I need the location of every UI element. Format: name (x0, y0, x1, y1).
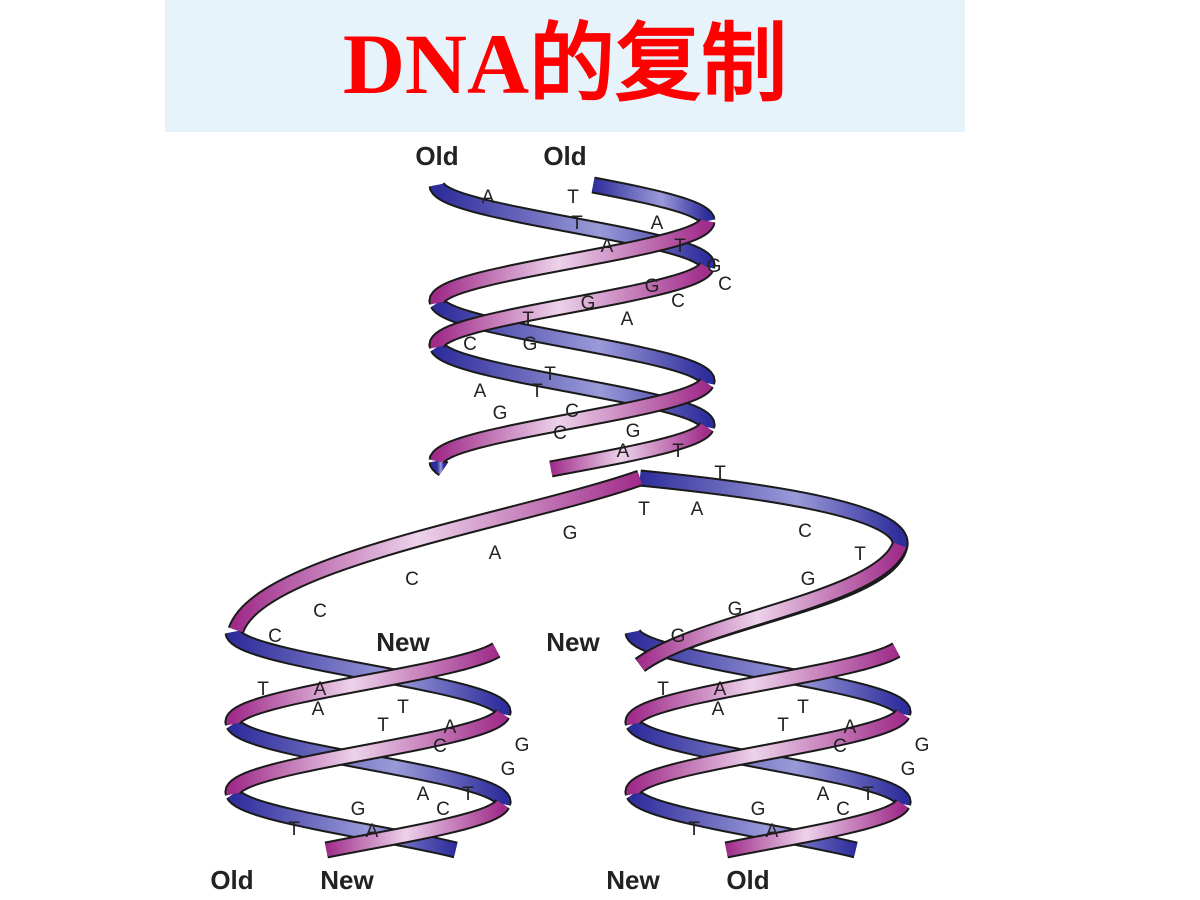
base-C: C (313, 601, 327, 622)
strand-label-new: New (376, 627, 430, 657)
base-C: C (836, 799, 850, 820)
base-T: T (462, 784, 474, 805)
fork-left-arm (229, 471, 643, 633)
base-G: G (351, 799, 366, 820)
base-C: C (463, 334, 477, 355)
daughter-left-strand-b (226, 644, 500, 726)
strand-label-old: Old (210, 865, 253, 895)
base-C: C (671, 291, 685, 312)
base-T: T (544, 364, 556, 385)
strand-label-old: Old (726, 865, 769, 895)
base-A: A (817, 784, 830, 805)
base-G: G (751, 799, 766, 820)
base-A: A (444, 717, 457, 738)
strand-label-new: New (320, 865, 374, 895)
base-C: C (436, 799, 450, 820)
strand-label-new: New (546, 627, 600, 657)
base-G: G (581, 293, 596, 314)
base-G: G (915, 735, 930, 756)
base-C: C (268, 626, 282, 647)
parent-strand-b (430, 379, 713, 463)
parent-strand-b (591, 178, 714, 223)
daughter-right-strand-b (627, 720, 910, 806)
base-A: A (766, 821, 779, 842)
daughter-left-strand-a (226, 710, 509, 796)
base-A: A (621, 309, 634, 330)
base-C: C (565, 401, 579, 422)
strand-label-old: Old (543, 141, 586, 171)
base-A: A (844, 717, 857, 738)
parent-strand-a (430, 183, 714, 269)
base-T: T (397, 697, 409, 718)
base-T: T (567, 187, 579, 208)
base-G: G (801, 569, 816, 590)
title-band: DNA的复制 (165, 0, 965, 132)
base-C: C (433, 736, 447, 757)
base-A: A (712, 699, 725, 720)
daughter-right-strand-b (626, 644, 900, 726)
base-C: C (833, 736, 847, 757)
base-A: A (417, 784, 430, 805)
parent-strand-b (430, 219, 714, 305)
base-G: G (501, 759, 516, 780)
base-G: G (707, 256, 722, 277)
base-A: A (617, 441, 630, 462)
base-G: G (728, 599, 743, 620)
base-A: A (714, 679, 727, 700)
base-T: T (672, 441, 684, 462)
base-G: G (626, 421, 641, 442)
base-T: T (571, 213, 583, 234)
strand-label-new: New (606, 865, 660, 895)
base-T: T (688, 819, 700, 840)
base-T: T (714, 463, 726, 484)
base-G: G (493, 403, 508, 424)
base-C: C (553, 423, 567, 444)
base-A: A (474, 381, 487, 402)
base-A: A (651, 213, 664, 234)
base-C: C (718, 274, 732, 295)
base-A: A (366, 821, 379, 842)
parent-strand-a (431, 343, 714, 429)
base-T: T (288, 819, 300, 840)
base-G: G (515, 735, 530, 756)
base-A: A (691, 499, 704, 520)
daughter-right-strand-a (626, 710, 909, 796)
base-T: T (638, 499, 650, 520)
strand-label-old: Old (415, 141, 458, 171)
front-strands (224, 218, 910, 859)
base-C: C (798, 521, 812, 542)
slide-title: DNA的复制 (342, 16, 788, 112)
base-T: T (257, 679, 269, 700)
base-A: A (312, 699, 325, 720)
base-G: G (523, 334, 538, 355)
base-T: T (657, 679, 669, 700)
base-G: G (671, 626, 686, 647)
daughter-left-strand-b (325, 800, 509, 857)
base-T: T (854, 544, 866, 565)
daughter-left-strand-b (227, 720, 510, 806)
parent-strand-b (430, 459, 448, 475)
base-T: T (674, 236, 686, 257)
base-A: A (482, 187, 495, 208)
parent-strand-a (549, 423, 713, 476)
base-G: G (645, 276, 660, 297)
base-T: T (777, 715, 789, 736)
base-T: T (377, 715, 389, 736)
base-T: T (862, 784, 874, 805)
fork-right-arm (636, 542, 907, 671)
parent-strand-b (431, 299, 714, 385)
base-T: T (522, 309, 534, 330)
daughter-right-strand-b (725, 800, 909, 857)
base-A: A (601, 236, 614, 257)
base-C: C (405, 569, 419, 590)
base-A: A (314, 679, 327, 700)
base-A: A (489, 543, 502, 564)
parent-strand-a (430, 263, 713, 349)
base-G: G (563, 523, 578, 544)
base-G: G (901, 759, 916, 780)
base-T: T (531, 381, 543, 402)
base-T: T (797, 697, 809, 718)
